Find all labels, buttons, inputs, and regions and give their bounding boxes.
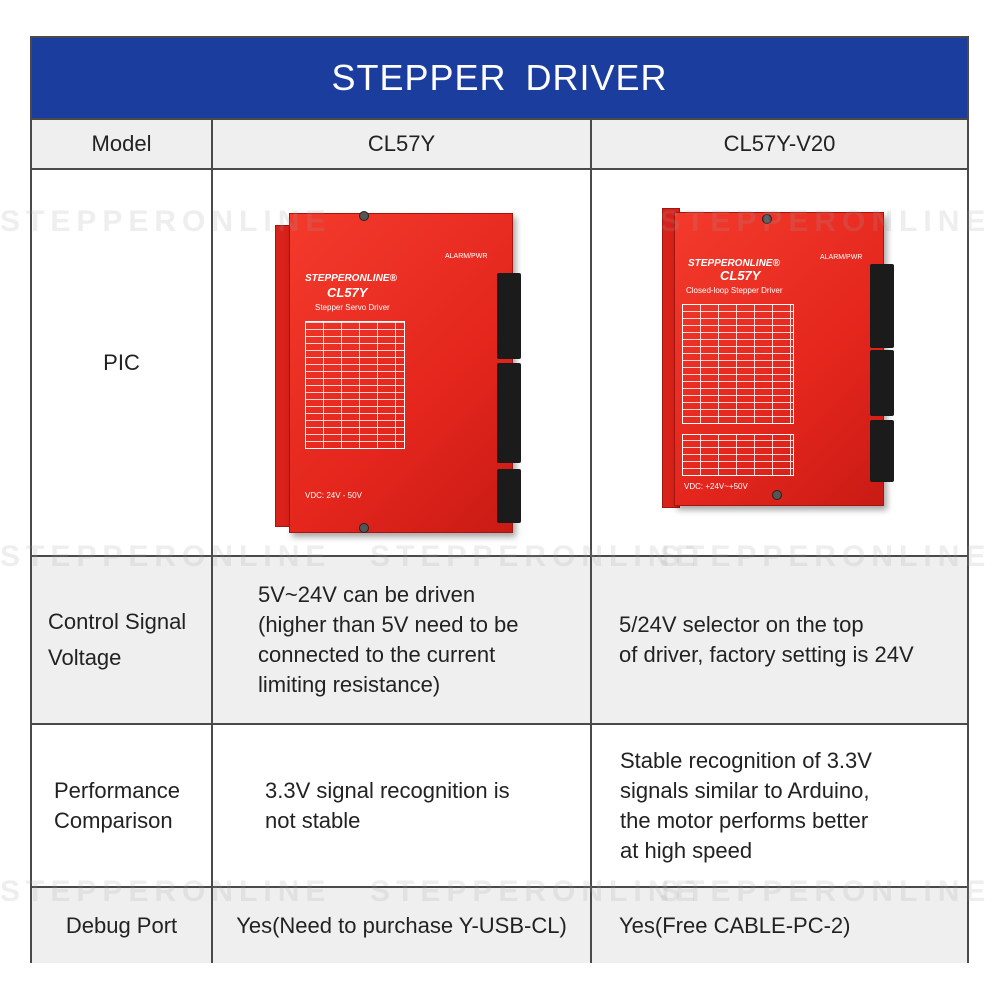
terminal-block bbox=[870, 420, 894, 482]
control-a-line: connected to the current bbox=[258, 642, 496, 667]
control-b-line: 5/24V selector on the top bbox=[619, 612, 864, 637]
pic-row: PIC STEPPERONLINE® CL57Y Stepper Servo D… bbox=[32, 168, 967, 555]
performance-b-line: signals similar to Arduino, bbox=[620, 777, 870, 803]
control-a-line: 5V~24V can be driven bbox=[258, 582, 476, 607]
performance-b-line: the motor performs better bbox=[620, 807, 869, 833]
pic-label: PIC bbox=[32, 170, 213, 555]
driver-brand: STEPPERONLINE® bbox=[688, 258, 780, 269]
comparison-table: STEPPER DRIVER Model CL57Y CL57Y-V20 PIC… bbox=[30, 36, 969, 963]
model-row: Model CL57Y CL57Y-V20 bbox=[32, 118, 967, 168]
debug-row: Debug Port Yes(Need to purchase Y-USB-CL… bbox=[32, 886, 967, 963]
control-a-cell: 5V~24V can be driven (higher than 5V nee… bbox=[213, 557, 592, 723]
pulse-table-graphic bbox=[682, 304, 794, 424]
model-b: CL57Y-V20 bbox=[723, 131, 836, 156]
terminal-block bbox=[870, 264, 894, 348]
pic-a-cell: STEPPERONLINE® CL57Y Stepper Servo Drive… bbox=[213, 170, 592, 555]
alarm-label: ALARM/PWR bbox=[820, 254, 863, 261]
pic-b-cell: STEPPERONLINE® CL57Y Closed-loop Stepper… bbox=[592, 170, 967, 555]
alarm-label: ALARM/PWR bbox=[445, 253, 488, 260]
screw-icon bbox=[772, 490, 782, 500]
performance-label-line2: Comparison bbox=[54, 807, 173, 833]
driver-voltage: VDC: 24V - 50V bbox=[305, 491, 362, 500]
terminal-block bbox=[497, 469, 521, 523]
model-label: Model bbox=[32, 120, 213, 168]
terminal-block bbox=[870, 350, 894, 416]
terminal-block bbox=[497, 363, 521, 463]
driver-image-b: STEPPERONLINE® CL57Y Closed-loop Stepper… bbox=[662, 208, 902, 508]
driver-model: CL57Y bbox=[327, 285, 368, 300]
performance-a-line: 3.3V signal recognition is bbox=[265, 777, 510, 803]
control-label-line2: Voltage bbox=[48, 645, 122, 670]
screw-icon bbox=[762, 214, 772, 224]
table-title: STEPPER DRIVER bbox=[32, 38, 967, 118]
control-a-line: (higher than 5V need to be bbox=[258, 612, 519, 637]
driver-subtitle: Closed-loop Stepper Driver bbox=[686, 286, 783, 295]
control-label-line1: Control Signal bbox=[48, 609, 187, 634]
control-a-line: limiting resistance) bbox=[258, 672, 441, 697]
model-a: CL57Y bbox=[213, 120, 592, 168]
control-b-line: of driver, factory setting is 24V bbox=[619, 642, 914, 667]
control-b-cell: 5/24V selector on the top of driver, fac… bbox=[592, 557, 967, 723]
screw-icon bbox=[359, 523, 369, 533]
performance-label-line1: Performance bbox=[54, 777, 180, 803]
performance-row: Performance Comparison 3.3V signal recog… bbox=[32, 723, 967, 886]
debug-label: Debug Port bbox=[32, 888, 213, 963]
screw-icon bbox=[359, 211, 369, 221]
performance-b-line: Stable recognition of 3.3V bbox=[620, 747, 872, 773]
pulse-table-graphic bbox=[305, 321, 405, 449]
control-row: Control Signal Voltage 5V~24V can be dri… bbox=[32, 555, 967, 723]
terminal-block bbox=[497, 273, 521, 359]
driver-model: CL57Y bbox=[720, 268, 761, 283]
driver-subtitle: Stepper Servo Driver bbox=[315, 303, 390, 312]
performance-b-cell: Stable recognition of 3.3V signals simil… bbox=[592, 725, 967, 886]
control-label-cell: Control Signal Voltage bbox=[32, 557, 213, 723]
debug-a: Yes(Need to purchase Y-USB-CL) bbox=[213, 888, 592, 963]
performance-a-line: not stable bbox=[265, 807, 361, 833]
performance-a-cell: 3.3V signal recognition is not stable bbox=[213, 725, 592, 886]
performance-label-cell: Performance Comparison bbox=[32, 725, 213, 886]
performance-b-line: at high speed bbox=[620, 837, 753, 863]
driver-brand: STEPPERONLINE® bbox=[305, 273, 397, 284]
driver-voltage: VDC: +24V~+50V bbox=[684, 482, 748, 491]
debug-b: Yes(Free CABLE-PC-2) bbox=[619, 912, 851, 938]
driver-image-a: STEPPERONLINE® CL57Y Stepper Servo Drive… bbox=[275, 211, 535, 533]
mode-table-graphic bbox=[682, 434, 794, 476]
